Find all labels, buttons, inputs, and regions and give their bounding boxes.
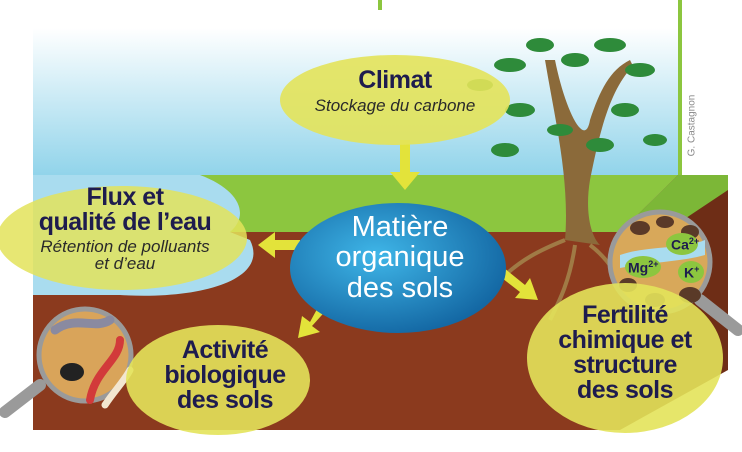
fertilite-line-4: des sols — [576, 376, 674, 404]
fertilite-line-1: Fertilité — [582, 301, 668, 329]
activite-line-1: Activité — [181, 336, 269, 364]
ion-ca-symbol: Ca — [671, 236, 689, 253]
activite-bubble — [126, 325, 310, 435]
ion-k-charge: + — [694, 264, 700, 274]
activite-label: Activité biologique des sols — [140, 338, 310, 413]
climat-subtitle: Stockage du carbone — [314, 96, 476, 115]
eau-subtitle-1: Rétention de polluants — [40, 237, 210, 256]
activite-line-2: biologique — [164, 361, 286, 389]
eau-bubble — [0, 186, 247, 290]
ion-k: K+ — [684, 264, 699, 281]
fertilite-line-3: structure — [573, 351, 677, 379]
eau-subtitle-2: et d’eau — [94, 254, 156, 273]
fertilite-line-2: chimique et — [558, 326, 692, 354]
eau-title-2: qualité de l’eau — [38, 208, 212, 236]
matiere-line-2: organique — [335, 241, 465, 274]
climat-bubble — [280, 55, 510, 145]
arrow-down-right — [498, 268, 538, 300]
eau-title-1: Flux et — [86, 183, 164, 211]
magnifier-worms-icon — [0, 306, 134, 418]
arrow-down — [390, 140, 420, 190]
matiere-line-3: des sols — [346, 271, 454, 304]
arrow-left — [258, 232, 300, 258]
ion-k-symbol: K — [684, 264, 695, 281]
eau-label: Flux et qualité de l’eau Rétention de po… — [0, 183, 250, 273]
ion-ca: Ca2+ — [671, 236, 699, 253]
activite-line-3: des sols — [176, 386, 274, 414]
matiere-label: Matière organique des sols — [300, 211, 500, 304]
ion-ca-charge: 2+ — [688, 236, 700, 246]
climat-label: Climat Stockage du carbone — [290, 66, 500, 115]
frame-line-right — [678, 0, 682, 185]
matiere-bubble — [290, 203, 506, 333]
fertilite-label: Fertilité chimique et structure des sols — [530, 303, 720, 403]
ion-mg-symbol: Mg — [628, 259, 649, 276]
climat-title: Climat — [358, 66, 432, 94]
fertilite-bubble — [527, 283, 723, 433]
ion-mg-charge: 2+ — [648, 259, 659, 269]
ion-mg: Mg2+ — [628, 259, 658, 276]
frame-line-top — [378, 0, 382, 10]
photo-credit: G. Castagnon — [686, 94, 698, 157]
matiere-line-1: Matière — [351, 211, 449, 243]
